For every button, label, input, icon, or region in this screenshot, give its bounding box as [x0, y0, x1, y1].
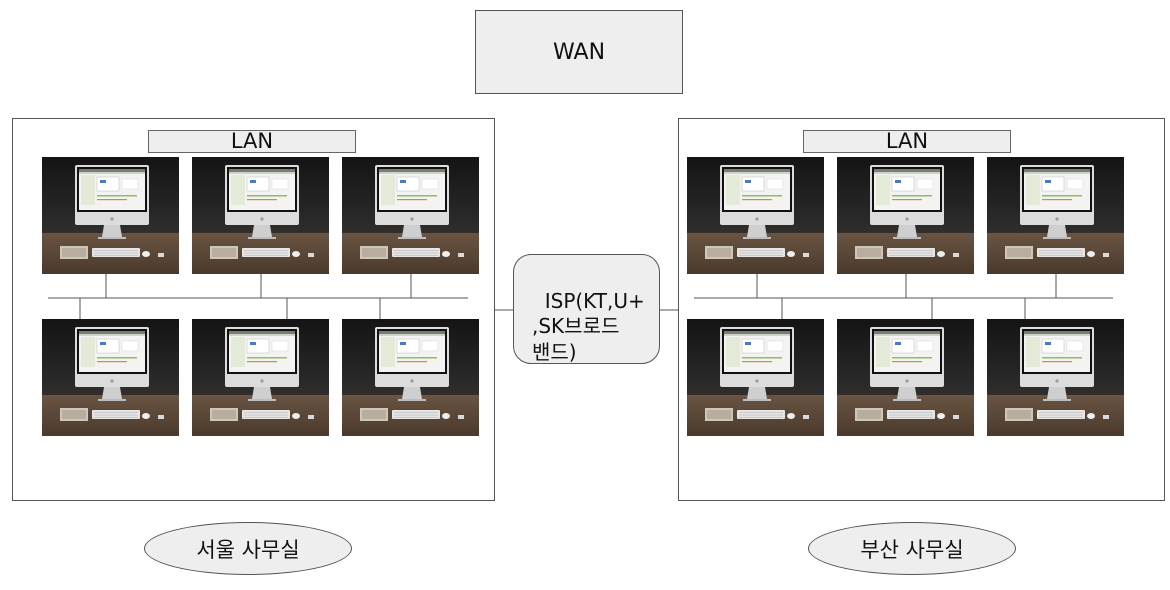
imac-desktop-icon [42, 157, 179, 274]
location-seoul-label: 서울 사무실 [196, 537, 300, 562]
imac-desktop-icon [837, 319, 974, 436]
computer-seoul-2 [192, 157, 329, 274]
lan-label-seoul: LAN [148, 130, 356, 153]
imac-desktop-icon [342, 157, 479, 274]
lan-label-busan: LAN [803, 130, 1011, 153]
location-busan-label: 부산 사무실 [860, 537, 964, 562]
computer-seoul-3 [342, 157, 479, 274]
computer-seoul-6 [342, 319, 479, 436]
computer-busan-4 [687, 319, 824, 436]
imac-desktop-icon [687, 319, 824, 436]
isp-box: ISP(KT,U+ ,SK브로드 밴드) [513, 254, 660, 364]
computer-seoul-4 [42, 319, 179, 436]
computer-busan-6 [987, 319, 1124, 436]
imac-desktop-icon [192, 157, 329, 274]
computer-busan-5 [837, 319, 974, 436]
wan-box: WAN [475, 10, 683, 94]
imac-desktop-icon [837, 157, 974, 274]
imac-desktop-icon [192, 319, 329, 436]
imac-desktop-icon [342, 319, 479, 436]
imac-desktop-icon [687, 157, 824, 274]
imac-desktop-icon [987, 319, 1124, 436]
computer-seoul-1 [42, 157, 179, 274]
computer-busan-3 [987, 157, 1124, 274]
computer-busan-2 [837, 157, 974, 274]
computer-seoul-5 [192, 319, 329, 436]
computer-busan-1 [687, 157, 824, 274]
imac-desktop-icon [42, 319, 179, 436]
location-busan: 부산 사무실 [808, 522, 1016, 575]
imac-desktop-icon [987, 157, 1124, 274]
location-seoul: 서울 사무실 [144, 522, 352, 575]
isp-label: ISP(KT,U+ ,SK브로드 밴드) [532, 288, 645, 364]
wan-label: WAN [552, 39, 606, 65]
